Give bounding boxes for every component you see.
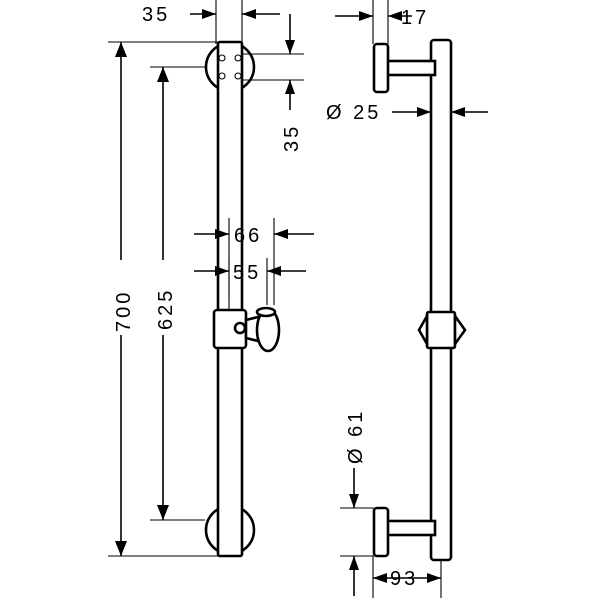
dim-label-35-top: 35 bbox=[142, 4, 170, 26]
bottom-bracket-arm bbox=[385, 519, 437, 537]
side-rail bbox=[429, 38, 453, 562]
dim-label-35-vertical: 35 bbox=[281, 124, 303, 152]
bottom-bracket-flange bbox=[372, 506, 390, 558]
dim-700: 700 bbox=[108, 41, 218, 557]
top-bracket-arm bbox=[385, 59, 437, 77]
top-bracket-flange bbox=[372, 42, 390, 94]
dim-93: 93 bbox=[372, 556, 442, 598]
dim-diameter-61: Ø 61 bbox=[340, 409, 374, 596]
dim-17: 17 bbox=[335, 0, 429, 44]
dim-diameter-25: Ø 25 bbox=[326, 102, 488, 124]
dim-label-diameter-25: Ø 25 bbox=[326, 102, 381, 124]
dim-35-top: 35 bbox=[142, 0, 280, 44]
front-rail bbox=[216, 40, 244, 558]
top-screws bbox=[218, 54, 242, 80]
dim-label-17: 17 bbox=[401, 7, 429, 29]
front-view bbox=[204, 40, 281, 558]
side-slider bbox=[417, 310, 467, 350]
dim-label-625: 625 bbox=[155, 288, 177, 330]
dim-55: 55 bbox=[194, 258, 306, 305]
dim-625: 625 bbox=[150, 66, 205, 521]
dim-label-55: 55 bbox=[233, 262, 261, 284]
dim-label-66: 66 bbox=[234, 225, 262, 247]
dim-label-diameter-61: Ø 61 bbox=[345, 409, 367, 464]
dim-label-700: 700 bbox=[113, 290, 135, 332]
side-view bbox=[372, 38, 467, 562]
dim-66: 66 bbox=[194, 218, 314, 310]
dim-label-93: 93 bbox=[390, 568, 418, 590]
dim-35-vertical: 35 bbox=[242, 14, 304, 152]
shower-holder bbox=[233, 306, 281, 353]
